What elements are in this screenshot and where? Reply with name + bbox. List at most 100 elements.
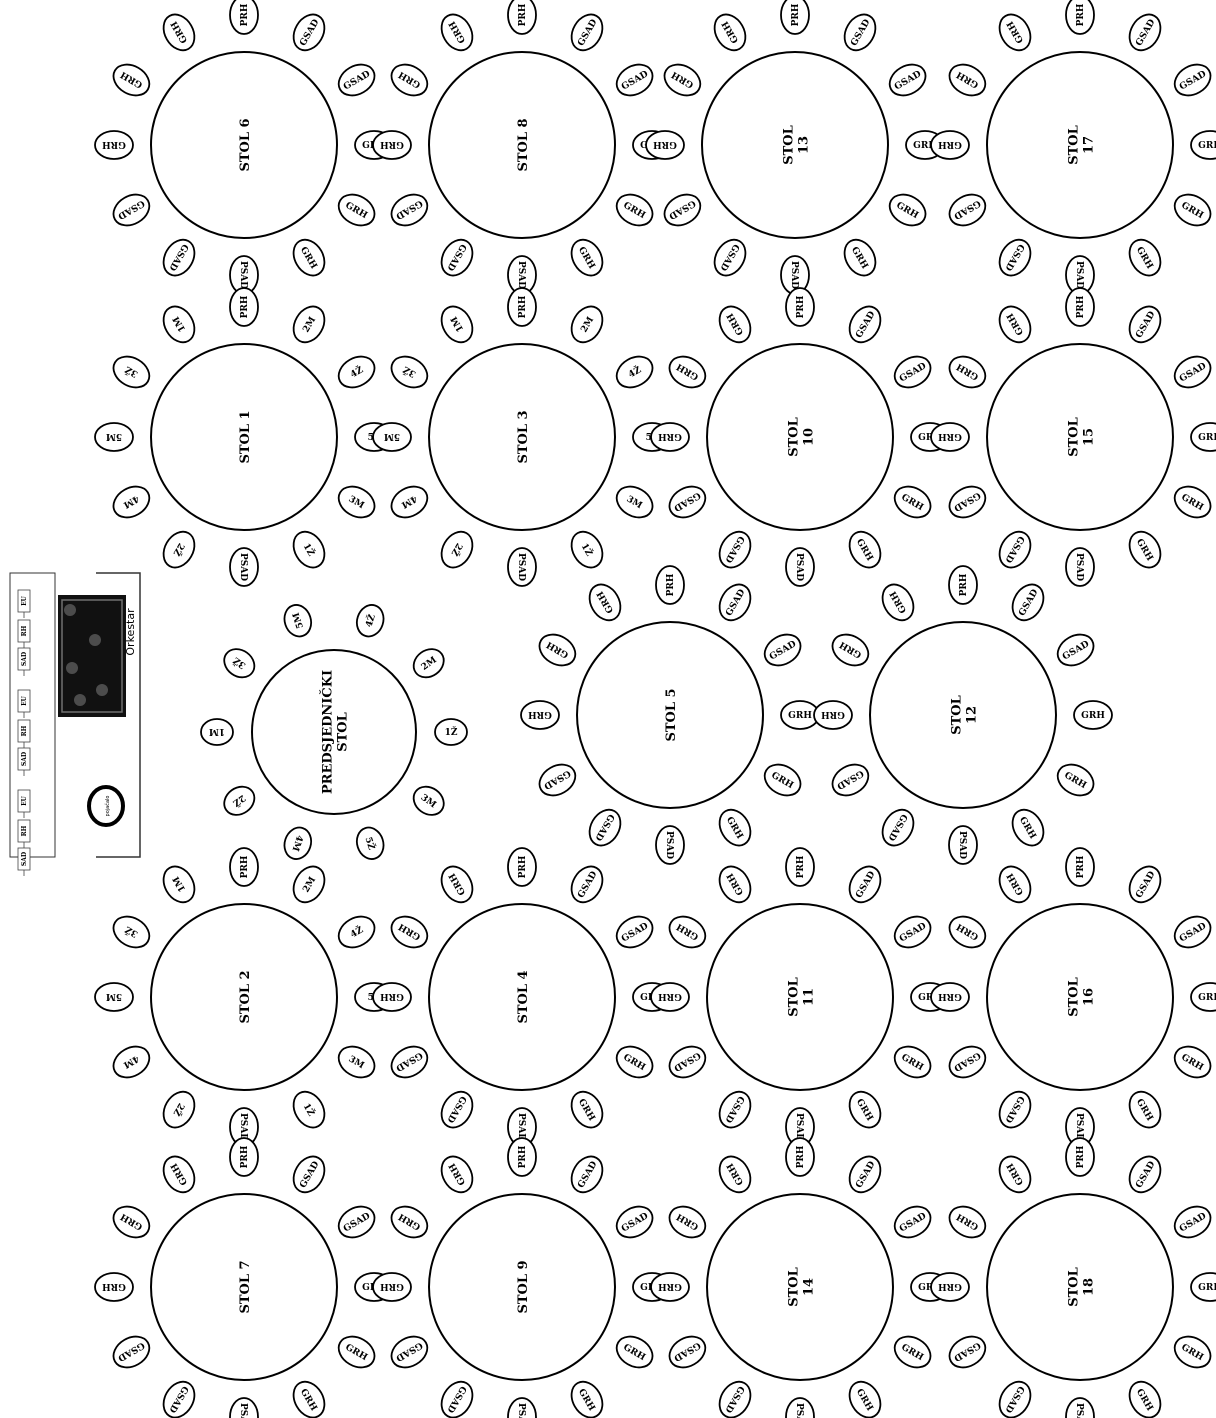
stage-panel bbox=[10, 573, 55, 857]
table-label: STOL 6 bbox=[238, 118, 253, 171]
seat-label: GRH bbox=[821, 709, 845, 719]
seat-grh: GRH bbox=[373, 983, 411, 1011]
table-group-t18: STOL18GRHGRHGRHPSADGSADGSADGRHGRHGRHPRHG… bbox=[931, 1138, 1216, 1418]
flag-label: EU bbox=[21, 595, 28, 606]
seat-1m: 1M bbox=[157, 861, 200, 908]
table-label-line: STOL bbox=[1067, 1267, 1082, 1307]
seat-label: PRH bbox=[240, 855, 250, 878]
silhouette-highlight bbox=[89, 634, 101, 646]
seat-psad: PSAD bbox=[230, 548, 258, 586]
seat-gsad: GSAD bbox=[611, 58, 658, 101]
seat-3m: 3M bbox=[611, 480, 658, 523]
seat-grh: GRH bbox=[108, 58, 155, 101]
seat-4m: 4M bbox=[280, 824, 315, 862]
seat-prh: PRH bbox=[508, 0, 536, 34]
seat-prh: PRH bbox=[230, 1138, 258, 1176]
seat-3ž: 3Ž bbox=[108, 350, 155, 393]
seat-label: 5M bbox=[106, 991, 122, 1001]
seat-gsad: GSAD bbox=[889, 910, 936, 953]
seat-5m: 5M bbox=[95, 983, 133, 1011]
seat-gsad: GSAD bbox=[1169, 910, 1216, 953]
seat-grh: GRH bbox=[944, 350, 991, 393]
table-label-line: PREDSJEDNIČKI bbox=[319, 670, 336, 794]
table-label-line: 16 bbox=[1082, 988, 1097, 1006]
table-group-t14: STOL14GRHGRHGRHPSADGSADGSADGRHGRHGRHPRHG… bbox=[651, 1138, 949, 1418]
seat-4m: 4M bbox=[386, 480, 433, 523]
seat-label: PSAD bbox=[789, 261, 799, 289]
table-label-line: 10 bbox=[802, 428, 817, 446]
seat-gsad: GSAD bbox=[838, 9, 881, 56]
seat-grh: GRH bbox=[713, 301, 756, 348]
seat-grh: GRH bbox=[827, 628, 874, 671]
seat-grh: GRH bbox=[435, 9, 478, 56]
seat-grh: GRH bbox=[993, 301, 1036, 348]
seat-label: GRH bbox=[1198, 141, 1216, 151]
table-label-line: STOL bbox=[1067, 125, 1082, 165]
seat-grh: GRH bbox=[1169, 1040, 1216, 1083]
seat-grh: GRH bbox=[713, 1151, 756, 1198]
table-group-t9: STOL 9GRHGRHGRHPSADGSADGSADGRHGRHGRHPRHG… bbox=[373, 1138, 671, 1418]
seat-grh: GRH bbox=[521, 701, 559, 729]
seat-gsad: GSAD bbox=[435, 1376, 478, 1418]
seat-label: GRH bbox=[380, 139, 404, 149]
seat-5ž: 5Ž bbox=[353, 824, 388, 862]
seat-label: GRH bbox=[658, 431, 682, 441]
seat-prh: PRH bbox=[508, 848, 536, 886]
silhouette-highlight bbox=[96, 684, 108, 696]
silhouette-highlight bbox=[66, 662, 78, 674]
table-label-line: STOL 6 bbox=[238, 118, 253, 171]
table-group-t4: STOL 4GRHGRHGRHPSADGSADGSADGRHGRHGRHPRHG… bbox=[373, 848, 671, 1146]
seat-label: PSAD bbox=[664, 831, 674, 859]
table-group-t16: STOL16GRHGRHGRHPSADGSADGSADGRHGRHGRHPRHG… bbox=[931, 848, 1216, 1146]
seat-gsad: GSAD bbox=[843, 301, 886, 348]
seat-prh: PRH bbox=[230, 0, 258, 34]
seat-grh: GRH bbox=[386, 58, 433, 101]
seat-prh: PRH bbox=[1066, 848, 1094, 886]
seat-gsad: GSAD bbox=[435, 1086, 478, 1133]
seat-gsad: GSAD bbox=[876, 804, 919, 851]
seat-label: PSAD bbox=[238, 1403, 248, 1418]
seat-grh: GRH bbox=[1123, 1376, 1166, 1418]
seat-gsad: GSAD bbox=[534, 758, 581, 801]
seat-grh: GRH bbox=[1169, 1330, 1216, 1373]
seat-label: GRH bbox=[1198, 993, 1216, 1003]
table-label: STOL 3 bbox=[516, 410, 531, 463]
table-label-line: STOL 2 bbox=[238, 970, 253, 1023]
seat-grh: GRH bbox=[373, 1273, 411, 1301]
seat-grh: GRH bbox=[664, 1200, 711, 1243]
table-group-t12: STOL12GRHGRHGRHPSADGSADGSADGRHGRHGRHPRHG… bbox=[814, 566, 1112, 864]
seat-grh: GRH bbox=[583, 579, 626, 626]
seat-prh: PRH bbox=[786, 848, 814, 886]
seat-gsad: GSAD bbox=[1123, 9, 1166, 56]
seat-label: PRH bbox=[518, 3, 528, 26]
seat-grh: GRH bbox=[889, 1330, 936, 1373]
seat-gsad: GSAD bbox=[944, 1040, 991, 1083]
seat-5m: 5M bbox=[95, 423, 133, 451]
seat-label: GRH bbox=[938, 991, 962, 1001]
seat-grh: GRH bbox=[1169, 480, 1216, 523]
seat-1ž: 1Ž bbox=[287, 526, 330, 573]
seat-gsad: GSAD bbox=[287, 1151, 330, 1198]
seat-label: PSAD bbox=[1074, 1113, 1084, 1141]
seat-prh: PRH bbox=[786, 1138, 814, 1176]
seat-label: GRH bbox=[938, 1281, 962, 1291]
seat-grh: GRH bbox=[993, 861, 1036, 908]
table-group-t10: STOL10GRHGRHGRHPSADGSADGSADGRHGRHGRHPRHG… bbox=[651, 288, 949, 586]
seat-prh: PRH bbox=[1066, 1138, 1094, 1176]
seat-label: GRH bbox=[658, 991, 682, 1001]
seat-label: PSAD bbox=[516, 1113, 526, 1141]
table-label-line: STOL 4 bbox=[516, 970, 531, 1023]
seat-grh: GRH bbox=[611, 188, 658, 231]
seat-label: PRH bbox=[1076, 1145, 1086, 1168]
seat-label: PSAD bbox=[516, 261, 526, 289]
seat-label: GRH bbox=[102, 1281, 126, 1291]
seat-prh: PRH bbox=[781, 0, 809, 34]
seat-gsad: GSAD bbox=[713, 1086, 756, 1133]
seat-grh: GRH bbox=[1123, 526, 1166, 573]
seat-label: 1Ž bbox=[445, 726, 458, 738]
seat-gsad: GSAD bbox=[108, 188, 155, 231]
table-label: STOL 1 bbox=[238, 410, 253, 463]
table-label-line: STOL bbox=[782, 125, 797, 165]
seat-gsad: GSAD bbox=[664, 480, 711, 523]
